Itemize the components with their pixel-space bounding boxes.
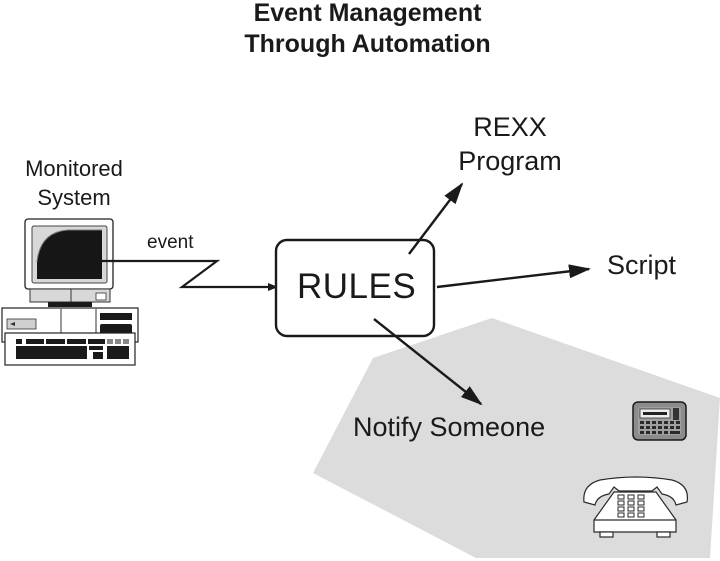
monitored-system-line-2: System: [37, 185, 111, 210]
arrow-to-rexx: [408, 182, 464, 255]
telephone-icon: [583, 476, 689, 538]
title-line-1: Event Management: [253, 0, 482, 27]
rexx-program-label: REXX Program: [445, 110, 575, 178]
rules-label: RULES: [297, 267, 417, 306]
monitored-system-line-1: Monitored: [25, 156, 123, 181]
script-label: Script: [607, 250, 677, 280]
event-connector: [102, 259, 278, 291]
rexx-program-line-1: REXX: [473, 112, 547, 142]
event-label: event: [147, 232, 194, 253]
rules-box[interactable]: [274, 238, 436, 338]
diagram-title: Event Management Through Automation: [0, 0, 720, 60]
desktop-computer-icon: [1, 218, 139, 366]
notify-someone-label: Notify Someone: [353, 412, 546, 442]
title-line-2: Through Automation: [244, 30, 491, 58]
arrow-to-script: [436, 264, 591, 289]
pager-icon: [632, 401, 687, 441]
arrow-to-notify: [373, 318, 483, 406]
rexx-program-line-2: Program: [458, 146, 562, 176]
monitored-system-label: Monitored System: [4, 154, 144, 212]
